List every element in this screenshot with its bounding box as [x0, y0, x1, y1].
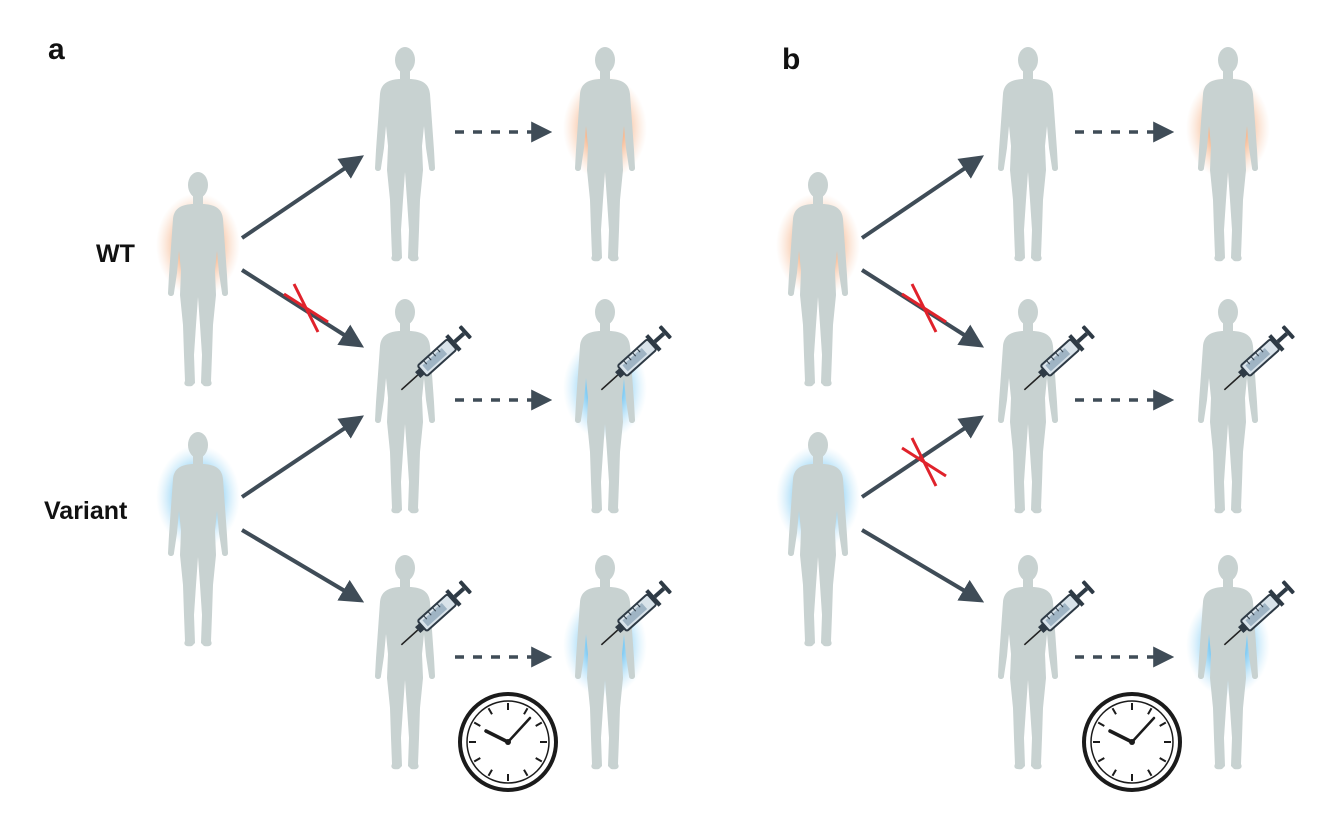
- clock-icon: [458, 692, 558, 792]
- arrow: [240, 415, 364, 499]
- human-figure-icon: [1198, 299, 1258, 514]
- panel-a-letter: a: [48, 33, 65, 66]
- human-figure-icon: [998, 555, 1058, 770]
- arrow: [240, 528, 365, 603]
- arrow: [240, 268, 365, 348]
- cross-mark-icon: [292, 283, 320, 333]
- variant-label: Variant: [44, 497, 128, 525]
- human-figure-icon: [375, 555, 435, 770]
- human-figure-icon: [998, 299, 1058, 514]
- human-figure-icon: [375, 299, 435, 514]
- clock-icon: [1082, 692, 1182, 792]
- arrow: [860, 155, 984, 240]
- arrow: [240, 155, 364, 240]
- human-figure-icon: [375, 47, 435, 262]
- arrow: [860, 528, 985, 603]
- cross-mark-icon: [910, 283, 938, 333]
- wt-label: WT: [96, 240, 135, 268]
- panel-b-letter: b: [782, 43, 801, 76]
- diagram-layer: [156, 47, 1298, 792]
- cross-mark-icon: [910, 437, 938, 487]
- human-figure-icon: [998, 47, 1058, 262]
